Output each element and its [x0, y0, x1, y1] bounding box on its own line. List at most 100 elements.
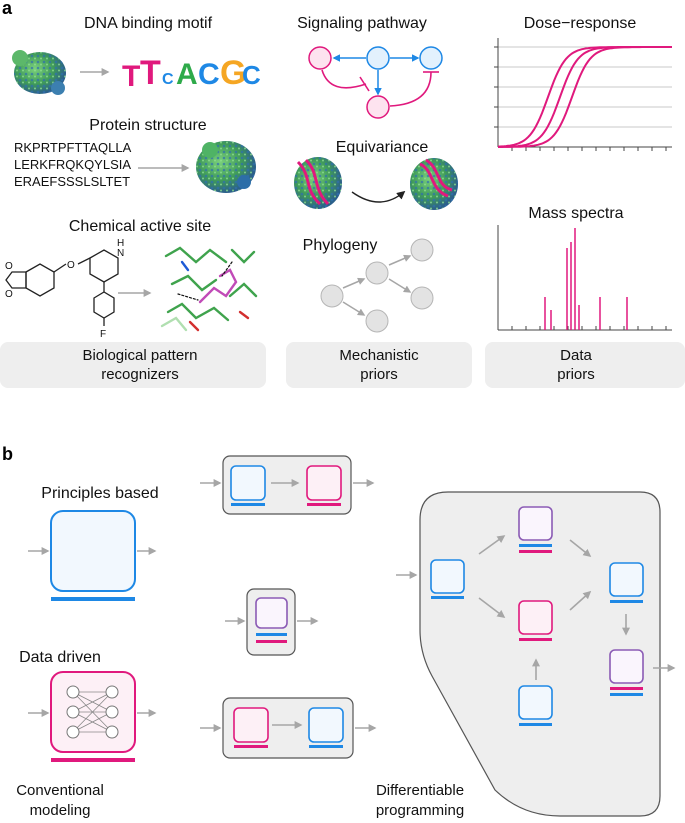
atom-o2: O: [5, 289, 13, 300]
graph-node-principles: [430, 559, 465, 594]
category-box-bg: [286, 342, 472, 388]
atom-f: F: [100, 329, 106, 340]
category-box-biological: Biological pattern recognizers: [0, 342, 266, 388]
conventional-label: Conventional: [16, 782, 104, 799]
principles-sub-bar: [431, 596, 464, 599]
category-label: priors: [557, 366, 595, 383]
panel-a-letter: a: [2, 0, 13, 18]
graph-arrow: [569, 590, 592, 611]
atom-n: N: [117, 248, 124, 259]
tree-node: [365, 261, 389, 285]
motif-letter-a: A: [176, 58, 198, 91]
data-sub-bar: [256, 640, 287, 643]
tree-node: [410, 238, 434, 262]
dose-curves: [497, 46, 672, 148]
graph-arrow: [569, 539, 592, 557]
data-sub-bar: [519, 638, 552, 641]
tree-node: [410, 286, 434, 310]
inhibition-edge: [389, 71, 432, 107]
principles-model-box: [50, 510, 136, 592]
mass-ticks: [511, 326, 667, 330]
data-sub-box: [233, 707, 269, 743]
principles-sub-bar: [610, 600, 643, 603]
dose-curve-1: [497, 46, 672, 148]
category-label: Data: [560, 347, 592, 364]
category-label: Mechanistic: [339, 347, 419, 364]
pathway-node-blue: [366, 46, 390, 70]
principles-sub-box: [230, 465, 266, 501]
rotation-arrow: [351, 190, 406, 203]
data-sub-box: [306, 465, 342, 501]
equivariance-title: Equivariance: [336, 139, 429, 156]
principles-sub-bar: [231, 503, 265, 506]
panel-b-letter: b: [2, 444, 13, 464]
graph-arrow: [478, 535, 506, 555]
sequence-logo: T T C A C G C: [122, 54, 261, 93]
dna-title: DNA binding motif: [84, 15, 213, 32]
signaling-title: Signaling pathway: [297, 15, 427, 32]
dna-protein-complex-icon: [294, 157, 342, 209]
atom-h: H: [117, 238, 124, 249]
data-sub-bar: [234, 745, 268, 748]
dose-curve-3: [498, 46, 672, 148]
data-sub-bar: [519, 550, 552, 553]
graph-node-principles: [518, 685, 553, 720]
protein-sequence-line-2: LERKFRQKQYLSIA: [14, 157, 131, 172]
rotated-complex-icon: [410, 158, 458, 210]
protein-blob-icon: [12, 50, 66, 95]
inhibition-bar: [359, 76, 370, 92]
chemical-active-site-section: Chemical active site H N O O O F: [5, 218, 258, 340]
motif-letter-c3: C: [242, 60, 261, 90]
data-sub-bar: [610, 687, 643, 690]
mass-title: Mass spectra: [528, 205, 623, 222]
differentiable-label: programming: [376, 802, 464, 819]
equivariance-section: Equivariance: [294, 139, 458, 210]
atom-o3: O: [67, 260, 75, 271]
category-box-bg: [0, 342, 266, 388]
atom-o1: O: [5, 261, 13, 272]
dna-binding-motif-section: DNA binding motif T T C A C G C: [12, 15, 261, 95]
graph-node-hybrid: [518, 506, 553, 541]
differentiable-program-region: [419, 491, 661, 817]
principles-title: Principles based: [41, 485, 158, 502]
motif-letter-t2: T: [140, 54, 161, 92]
tree-node: [365, 309, 389, 333]
inhibition-edge: [321, 69, 367, 89]
pathway-node-magenta: [308, 46, 332, 70]
motif-letter-c2: C: [198, 58, 220, 91]
protein-structure-section: Protein structure RKPRTPFTTAQLLA LERKFRQ…: [14, 117, 256, 193]
data-sub-bar: [307, 503, 341, 506]
category-box-mechanistic: Mechanistic priors: [286, 342, 472, 388]
principles-sub-box: [308, 707, 344, 743]
protein-sequence-line-3: ERAEFSSSLSLTET: [14, 174, 130, 189]
graph-node-principles: [609, 562, 644, 597]
dose-ticks: [494, 46, 667, 151]
dose-gridlines: [498, 46, 672, 128]
protein-title: Protein structure: [89, 117, 206, 134]
pathway-node-magenta: [366, 95, 390, 119]
principles-sub-bar: [256, 633, 287, 636]
principles-sub-bar: [519, 544, 552, 547]
category-box-data: Data priors: [485, 342, 685, 388]
principles-bar: [51, 597, 135, 601]
phylogeny-title: Phylogeny: [303, 237, 378, 254]
data-driven-title: Data driven: [19, 649, 101, 666]
dose-title: Dose−response: [524, 15, 637, 32]
folded-protein-icon: [196, 141, 256, 193]
category-label: priors: [360, 366, 398, 383]
conventional-label: modeling: [30, 802, 91, 819]
signaling-pathway-section: Signaling pathway: [297, 15, 443, 119]
category-label: Biological pattern: [82, 347, 197, 364]
category-label: recognizers: [101, 366, 179, 383]
graph-arrow: [478, 597, 506, 618]
molecule-structure: [5, 249, 119, 326]
mass-peaks: [544, 228, 628, 330]
principles-sub-bar: [610, 693, 643, 696]
phylogeny-section: Phylogeny: [303, 237, 434, 333]
hybrid-sub-box: [255, 597, 288, 629]
principles-sub-bar: [519, 723, 552, 726]
motif-letter-g: G: [220, 54, 246, 92]
graph-node-data: [518, 600, 553, 635]
protein-sequence-line-1: RKPRTPFTTAQLLA: [14, 140, 132, 155]
dose-response-section: Dose−response: [494, 15, 672, 151]
